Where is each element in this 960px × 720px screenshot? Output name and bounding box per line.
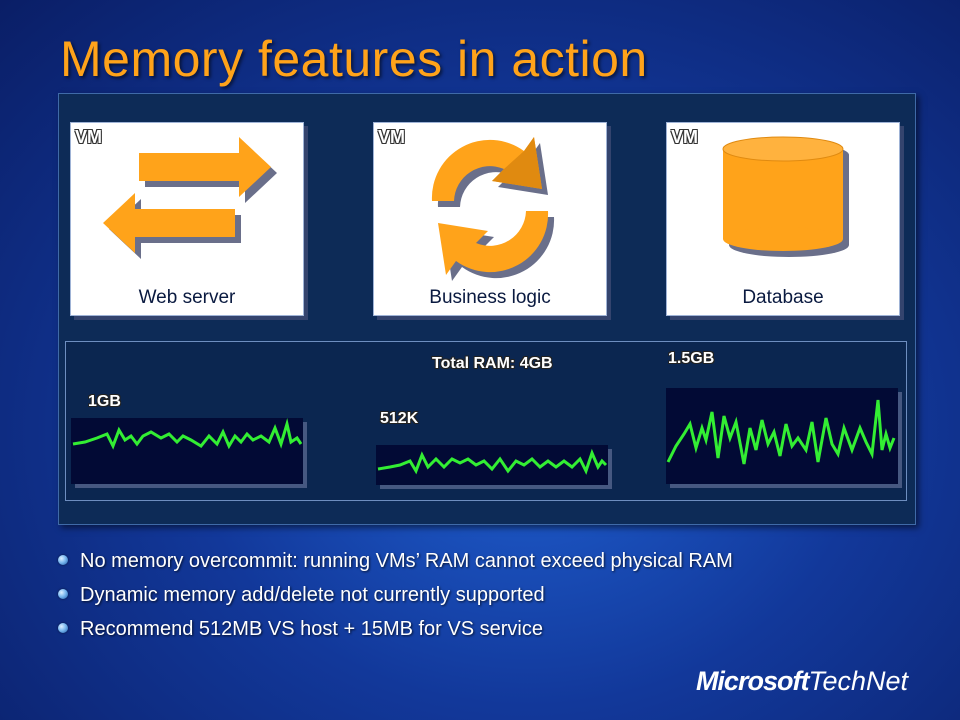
ram-graph-label-web-server: 1GB	[88, 393, 121, 410]
ram-graph-business-logic	[376, 445, 608, 485]
brand-name: Microsoft	[695, 666, 809, 696]
memory-usage-line	[72, 418, 303, 450]
bullet-item: Dynamic memory add/delete not currently …	[58, 580, 918, 614]
vm-card-database: VM Database	[666, 122, 900, 316]
vm-card-web-server: VM Web server	[70, 122, 304, 316]
bullet-icon	[58, 589, 68, 599]
vm-tag: VM	[378, 127, 405, 147]
memory-usage-line	[666, 399, 896, 465]
bullet-item: Recommend 512MB VS host + 15MB for VS se…	[58, 614, 918, 648]
ram-graph-web-server	[71, 418, 303, 484]
bullet-list: No memory overcommit: running VMs’ RAM c…	[58, 546, 918, 648]
refresh-cycle-icon	[431, 137, 555, 281]
vm-tag: VM	[671, 127, 698, 147]
ram-graph-label-business-logic: 512K	[380, 410, 419, 427]
vm-card-business-logic: VM Business logic	[373, 122, 607, 316]
microsoft-technet-logo: MicrosoftTechNet	[696, 666, 908, 697]
bullet-item: No memory overcommit: running VMs’ RAM c…	[58, 546, 918, 580]
ram-graph-label-database: 1.5GB	[668, 350, 715, 367]
bullet-icon	[58, 623, 68, 633]
bullet-icon	[58, 555, 68, 565]
product-name: TechNet	[808, 666, 908, 696]
vm-label: Business logic	[429, 287, 551, 308]
swap-arrows-icon	[103, 137, 277, 259]
vm-tag: VM	[75, 127, 102, 147]
vm-label: Database	[742, 287, 824, 308]
memory-usage-line	[377, 448, 608, 475]
vm-label: Web server	[138, 287, 236, 308]
slide-title: Memory features in action	[60, 31, 648, 87]
total-ram-label: Total RAM: 4GB	[432, 355, 553, 372]
ram-graph-database	[666, 388, 898, 484]
database-icon	[722, 136, 849, 257]
